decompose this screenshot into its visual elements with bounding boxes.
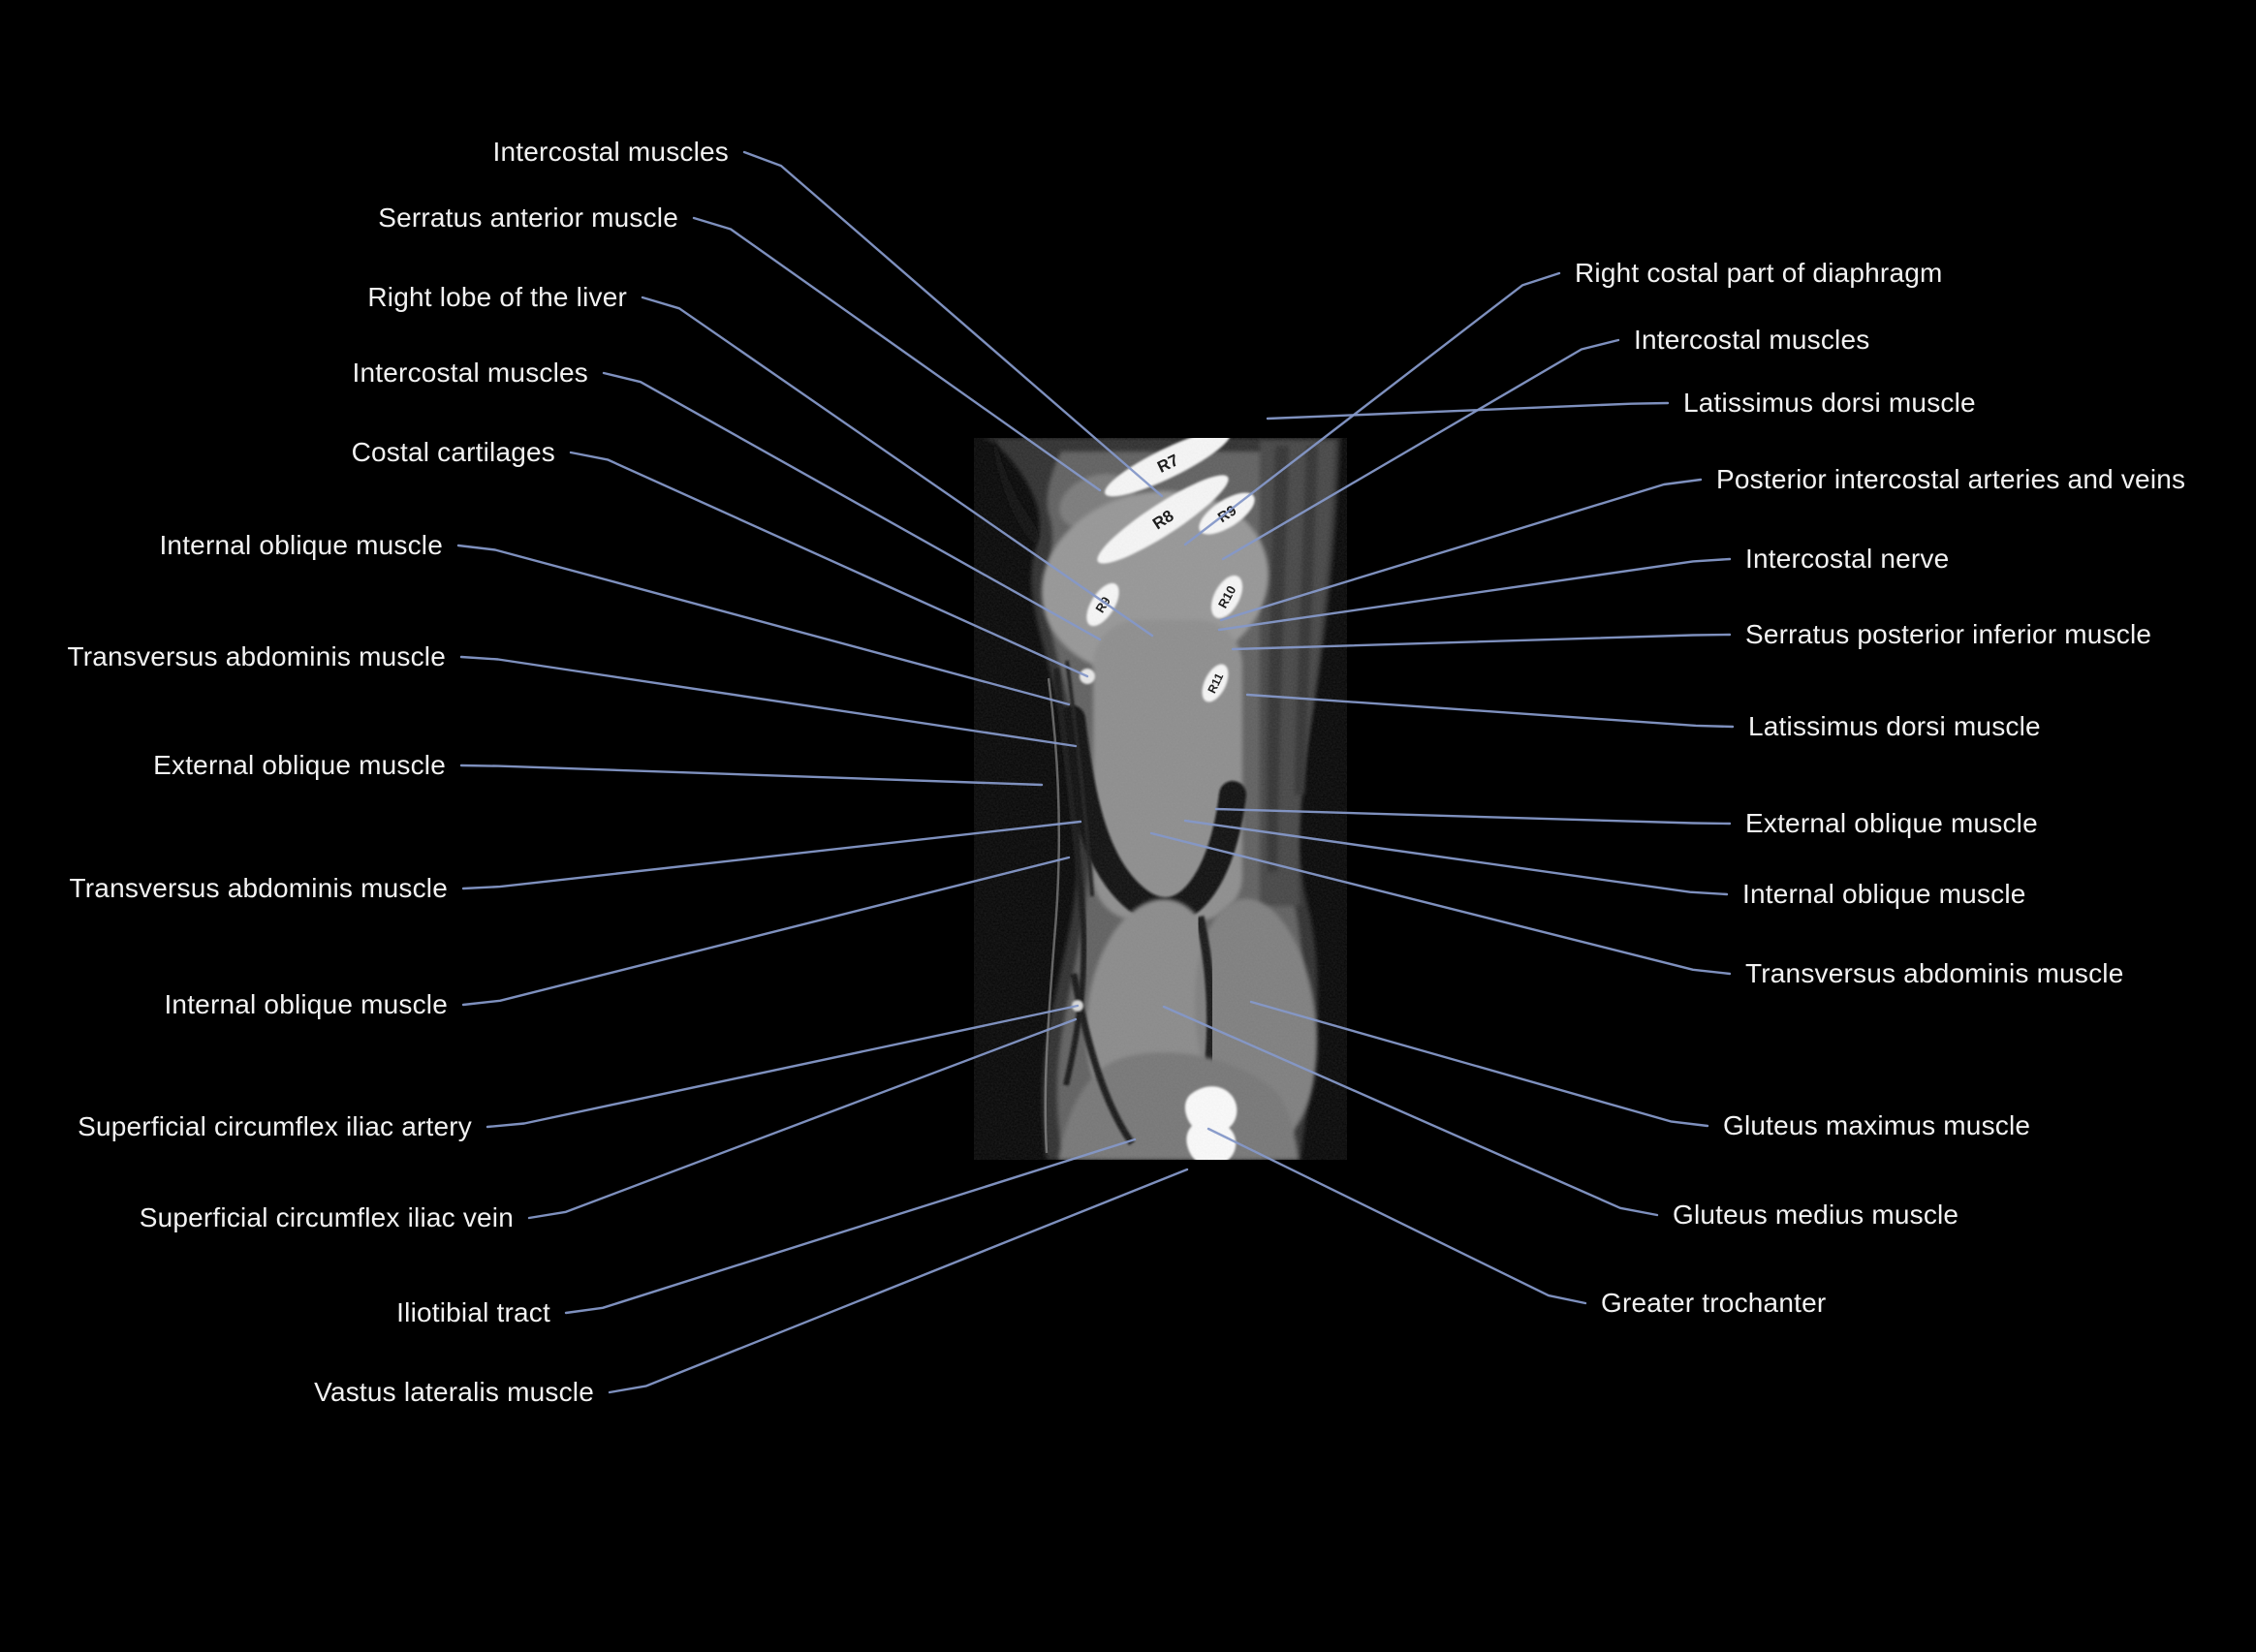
anatomy-label-right-9: Transversus abdominis muscle xyxy=(1745,958,2123,988)
anatomy-label-right-6: Latissimus dorsi muscle xyxy=(1748,711,2041,741)
leader-lines-layer xyxy=(456,150,1735,1394)
anatomy-label-right-3: Posterior intercostal arteries and veins xyxy=(1716,464,2185,494)
leader-line-left-8 xyxy=(461,820,1082,890)
anatomy-label-right-5: Serratus posterior inferior muscle xyxy=(1745,619,2151,649)
leader-line-right-3 xyxy=(1219,478,1703,622)
anatomy-label-left-3: Intercostal muscles xyxy=(353,358,588,388)
anatomy-label-right-4: Intercostal nerve xyxy=(1745,544,1949,574)
anatomy-label-left-5: Internal oblique muscle xyxy=(159,530,443,560)
anatomy-label-right-2: Latissimus dorsi muscle xyxy=(1683,388,1976,418)
leader-line-left-4 xyxy=(569,451,1089,678)
leader-line-right-0 xyxy=(1183,271,1561,546)
leader-line-left-5 xyxy=(456,544,1071,706)
anatomy-label-left-12: Iliotibial tract xyxy=(396,1297,550,1327)
leader-line-left-10 xyxy=(486,1004,1080,1129)
leader-line-right-9 xyxy=(1149,831,1732,976)
anatomy-label-left-10: Superficial circumflex iliac artery xyxy=(78,1111,472,1141)
leader-line-right-8 xyxy=(1183,819,1729,896)
leader-line-left-1 xyxy=(692,216,1102,492)
anatomy-label-left-9: Internal oblique muscle xyxy=(164,989,448,1019)
anatomy-label-left-11: Superficial circumflex iliac vein xyxy=(140,1202,514,1232)
leader-line-right-7 xyxy=(1214,807,1732,826)
leader-line-left-13 xyxy=(608,1168,1189,1394)
leader-line-left-12 xyxy=(564,1138,1137,1315)
leader-line-right-4 xyxy=(1217,557,1732,632)
anatomy-label-left-0: Intercostal muscles xyxy=(493,137,729,167)
anatomy-label-right-10: Gluteus maximus muscle xyxy=(1723,1110,2030,1140)
anatomy-label-left-6: Transversus abdominis muscle xyxy=(68,641,446,671)
anatomy-label-left-4: Costal cartilages xyxy=(352,437,555,467)
anatomy-label-left-7: External oblique muscle xyxy=(153,750,446,780)
anatomy-label-right-7: External oblique muscle xyxy=(1745,808,2038,838)
anatomy-label-right-12: Greater trochanter xyxy=(1601,1288,1826,1318)
leader-line-left-9 xyxy=(461,856,1071,1007)
ct-noise-overlay xyxy=(974,438,1347,1160)
leader-line-left-3 xyxy=(602,371,1102,641)
leader-line-right-12 xyxy=(1206,1127,1587,1305)
leader-line-right-11 xyxy=(1162,1005,1659,1217)
leader-line-right-10 xyxy=(1249,1000,1709,1128)
leader-line-left-11 xyxy=(527,1017,1078,1220)
leader-line-right-1 xyxy=(1221,338,1620,561)
leader-line-right-6 xyxy=(1245,693,1735,729)
leader-line-right-2 xyxy=(1266,401,1670,421)
leader-line-left-0 xyxy=(742,150,1164,498)
anatomy-label-left-1: Serratus anterior muscle xyxy=(378,203,678,233)
anatomy-label-right-0: Right costal part of diaphragm xyxy=(1575,258,1943,288)
anatomy-label-left-8: Transversus abdominis muscle xyxy=(70,873,448,903)
anatomy-label-right-11: Gluteus medius muscle xyxy=(1673,1200,1958,1230)
anatomy-label-left-2: Right lobe of the liver xyxy=(367,282,627,312)
anatomy-label-right-8: Internal oblique muscle xyxy=(1742,879,2026,909)
anatomy-label-right-1: Intercostal muscles xyxy=(1634,325,1869,355)
leader-line-right-5 xyxy=(1231,633,1732,651)
leader-line-left-2 xyxy=(641,296,1154,638)
leader-line-left-6 xyxy=(459,655,1078,748)
leader-line-left-7 xyxy=(459,764,1044,787)
anatomy-label-left-13: Vastus lateralis muscle xyxy=(314,1377,594,1407)
